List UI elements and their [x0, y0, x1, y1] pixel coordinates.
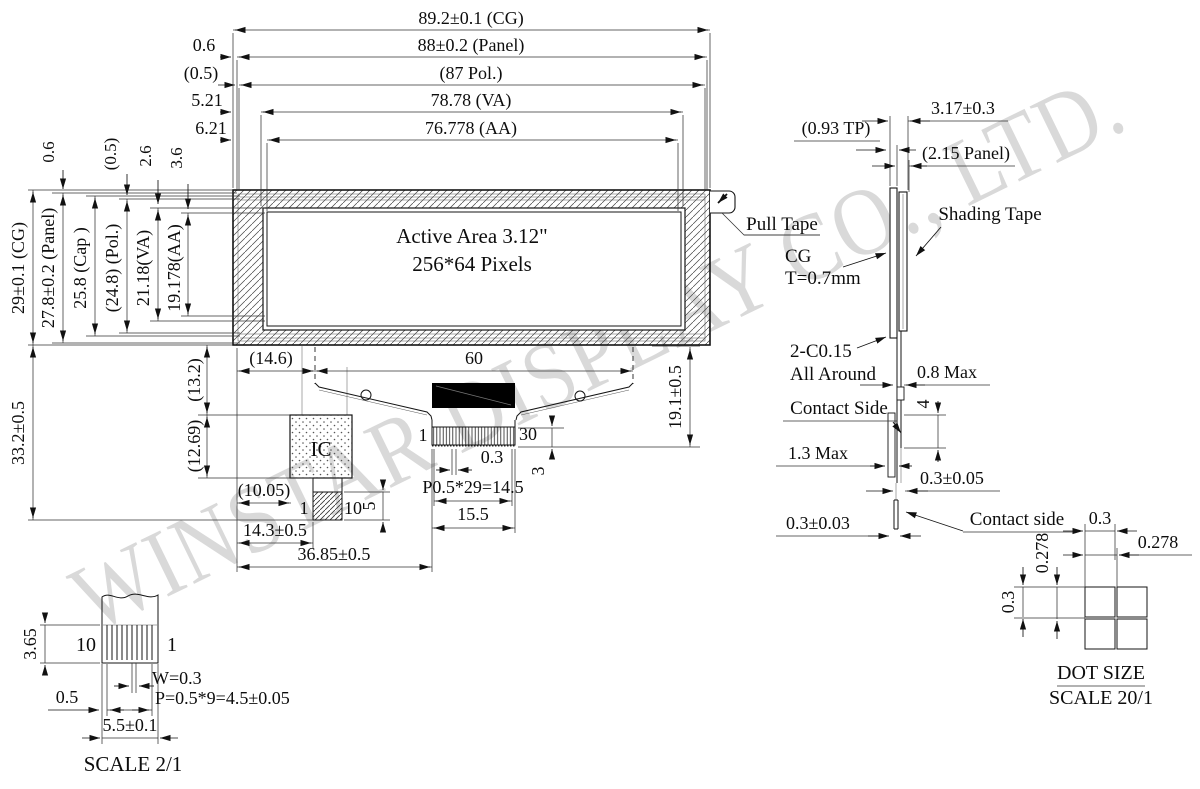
dim-aa-height: 19.178(AA): [164, 224, 185, 312]
fpc-tail: 1 30 IC 1 10: [289, 345, 634, 521]
left-dimensions: 29±0.1 (CG) 27.8±0.2 (Panel) 25.8 (Cap )…: [8, 138, 313, 521]
chamfer-label-line2: All Around: [790, 364, 877, 385]
dim-contact-height: 3: [528, 467, 548, 476]
left-gap-3-6: 3.6: [167, 147, 186, 168]
bottom-dimensions: (14.6) 60 (13.2) (12.69) (10.05) 14.3±0.…: [184, 345, 700, 572]
cg-label-line1: CG: [785, 246, 812, 267]
viewing-area: [262, 207, 686, 331]
connector-pin30-label: 30: [519, 424, 537, 444]
dim-va-height: 21.18(VA): [133, 230, 154, 306]
dot-cell: [1116, 586, 1148, 618]
side-contact-bracket: [887, 412, 896, 478]
dot-cell: [1116, 618, 1148, 650]
dim-cap-height: 25.8 (Cap ): [70, 227, 91, 308]
dim-cg-width: 89.2±0.1 (CG): [418, 8, 523, 29]
dim-tp: (0.93 TP): [802, 118, 871, 139]
ic-block: [289, 414, 353, 479]
dim-va-width: 78.78 (VA): [431, 90, 512, 111]
dim-dot-pitch-v: 0.278: [1032, 533, 1052, 574]
dim-panel-width: 88±0.2 (Panel): [418, 35, 525, 56]
dim-fpc-length: 19.1±0.5: [665, 365, 685, 429]
pull-tape-label: Pull Tape: [746, 214, 818, 235]
pin-detail-title: SCALE 2/1: [84, 752, 183, 776]
dim-contact-len: 4: [913, 400, 933, 409]
tab-pin1-label: 1: [300, 498, 309, 518]
gap-0-5: (0.5): [184, 63, 219, 84]
dim-panel-thickness: (2.15 Panel): [922, 143, 1010, 164]
ic-tab: [312, 491, 343, 521]
dim-bend-max: 1.3 Max: [788, 443, 848, 463]
dim-total-height: 33.2±0.5: [8, 401, 28, 465]
dot-detail-view: 0.3 0.278 0.278 0.3 DOT SIZE SCALE 20/1: [998, 508, 1192, 709]
side-view: 3.17±0.3 (0.93 TP) (2.15 Panel) Shading …: [744, 98, 1073, 540]
chamfer-label-line1: 2-C0.15: [790, 341, 852, 362]
dim-pitch-total: P0.5*29=14.5: [422, 477, 523, 497]
dim-dot-pitch-h: 0.278: [1138, 532, 1179, 552]
dim-panel-height: 27.8±0.2 (Panel): [38, 208, 59, 328]
dim-cg-height: 29±0.1 (CG): [8, 222, 29, 314]
pin-detail-view: 10 1 3.65 W=0.3 0.5 P=0.5*9=4.5±0.05 5.5…: [20, 593, 290, 776]
detail-pin-right-label: 1: [167, 634, 177, 656]
dim-dot-w: 0.3: [1089, 508, 1112, 528]
active-area: [266, 211, 682, 327]
dim-pol-height: (24.8) (Pol.): [102, 224, 123, 313]
active-area-line1: Active Area 3.12": [396, 224, 547, 248]
dim-thickness: 3.17±0.3: [931, 98, 995, 118]
dot-detail-title: DOT SIZE: [1057, 662, 1145, 684]
dim-dot-h: 0.3: [998, 591, 1018, 614]
dim-pin-pitch: P=0.5*9=4.5±0.05: [155, 688, 290, 708]
dim-aa-width: 76.778 (AA): [425, 118, 517, 139]
contact-side-upper-label: Contact Side: [790, 398, 888, 419]
connector-pin1-label: 1: [419, 425, 428, 445]
dim-tail-offset: (14.6): [249, 348, 293, 369]
shading-tape-label: Shading Tape: [938, 204, 1041, 225]
dot-detail-scale: SCALE 20/1: [1049, 687, 1153, 709]
dim-pin-width: W=0.3: [152, 668, 202, 688]
tab-pin10-label: 10: [344, 498, 362, 518]
side-contact-tail: [893, 499, 899, 530]
gap-6-21: 6.21: [195, 118, 227, 138]
left-gap-2-6: 2.6: [136, 145, 155, 166]
gap-0-6: 0.6: [193, 35, 216, 55]
dim-ic-pos: 14.3±0.5: [243, 520, 307, 540]
left-gap-0-5: (0.5): [101, 138, 120, 171]
cg-label-line2: T=0.7mm: [785, 268, 861, 289]
dim-pol-width: (87 Pol.): [440, 63, 503, 84]
dim-gap-upper: (13.2): [184, 358, 205, 402]
side-fpc-bump: [896, 386, 905, 401]
gap-5-21: 5.21: [191, 90, 223, 110]
side-cg-layer: [889, 187, 898, 339]
dim-fpc-t: 0.3±0.05: [920, 468, 984, 488]
pin-detail-tab: [101, 593, 159, 664]
connector-fingers: [431, 426, 516, 446]
ic-label: IC: [311, 437, 332, 461]
left-gap-0-6: 0.6: [39, 141, 58, 162]
pull-tape-tab: [710, 190, 736, 214]
dim-gap-lower: (12.69): [184, 420, 205, 473]
dim-tab-height: 5: [359, 502, 379, 511]
dim-tail-width: 60: [465, 348, 483, 368]
top-dimensions: 89.2±0.1 (CG) 88±0.2 (Panel) (87 Pol.) 7…: [184, 8, 711, 211]
dim-finger-width: 0.3: [481, 447, 504, 467]
dim-contact-t: 0.3±0.03: [786, 513, 850, 533]
contact-side-lower-label: Contact side: [970, 509, 1064, 530]
front-view: Active Area 3.12" 256*64 Pixels Pull Tap…: [232, 189, 820, 521]
dim-ic-offset: (10.05): [238, 480, 291, 501]
active-area-line2: 256*64 Pixels: [412, 252, 532, 276]
dim-pin-len: 3.65: [20, 628, 40, 660]
dim-contact-pos: 36.85±0.5: [298, 544, 371, 564]
dim-pin-margin: 0.5: [56, 687, 79, 707]
dim-contact-width: 15.5: [457, 504, 489, 524]
detail-pin-left-label: 10: [76, 634, 96, 656]
dim-fpc-max: 0.8 Max: [917, 362, 977, 382]
pull-tape-arrow-icon: [717, 193, 728, 204]
dot-cell: [1084, 586, 1116, 618]
dot-cell: [1084, 618, 1116, 650]
dim-tab-width: 5.5±0.1: [103, 715, 158, 735]
